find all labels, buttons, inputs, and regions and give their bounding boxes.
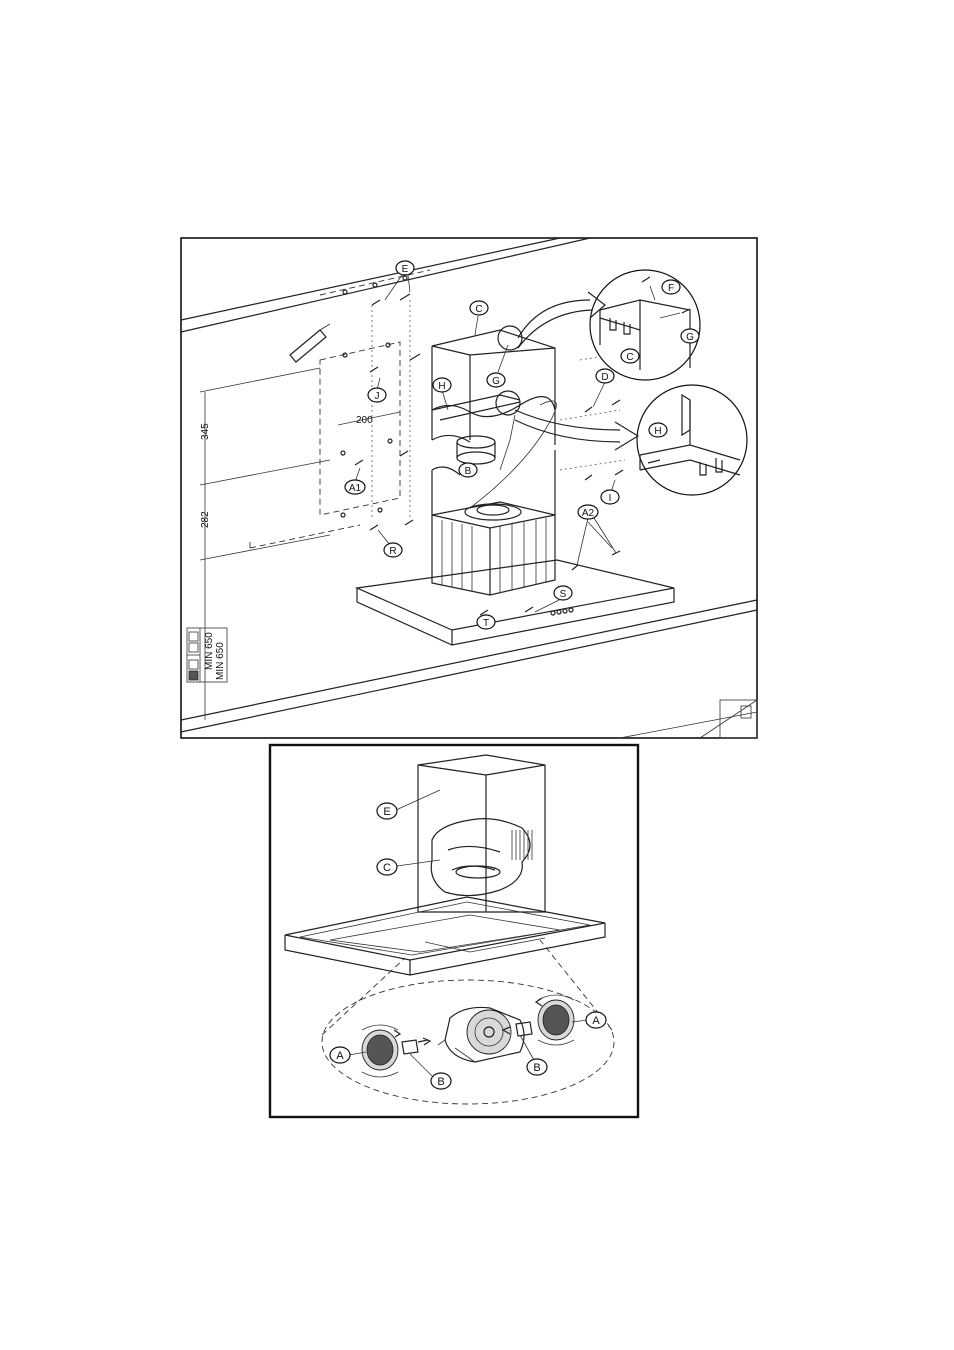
callout-a-left: A — [330, 1047, 350, 1063]
callout-r: R — [384, 543, 402, 557]
svg-text:F: F — [668, 283, 674, 294]
svg-text:H: H — [654, 426, 661, 437]
callout-a1: A1 — [345, 480, 365, 494]
callout-d: D — [596, 369, 614, 383]
svg-text:J: J — [375, 391, 380, 402]
callout-a-right: A — [586, 1012, 606, 1028]
svg-text:I: I — [609, 493, 612, 504]
svg-text:G: G — [686, 332, 694, 343]
callout-e-bottom: E — [377, 803, 397, 819]
callout-b-top: B — [459, 463, 477, 477]
svg-text:282: 282 — [200, 511, 211, 528]
dimension-345: 345 — [200, 423, 211, 440]
svg-text:E: E — [383, 806, 390, 818]
svg-text:C: C — [383, 862, 391, 874]
svg-text:S: S — [560, 589, 567, 600]
svg-text:G: G — [492, 376, 500, 387]
svg-text:B: B — [437, 1076, 444, 1088]
svg-text:T: T — [483, 618, 489, 629]
callout-h-top: H — [433, 378, 451, 392]
svg-text:D: D — [601, 372, 608, 383]
detail-callout-bracket-c — [590, 270, 700, 380]
svg-text:R: R — [389, 546, 396, 557]
panel-installation-diagram: 345 282 200 — [181, 238, 757, 738]
detail-callout-bracket-h — [637, 385, 747, 495]
callout-e-top: E — [396, 261, 414, 275]
callout-c-top: C — [470, 301, 488, 315]
callout-c-detail: C — [621, 349, 639, 363]
dimension-200: 200 — [356, 415, 373, 426]
callout-j: J — [368, 388, 386, 402]
callout-f: F — [662, 280, 680, 294]
callout-s: S — [554, 586, 572, 600]
svg-text:B: B — [465, 466, 472, 477]
callout-g-top: G — [487, 373, 505, 387]
svg-text:200: 200 — [356, 415, 373, 426]
svg-text:H: H — [438, 381, 445, 392]
svg-text:B: B — [533, 1062, 540, 1074]
min-label-1: MIN 650 — [204, 632, 215, 670]
dimension-282: 282 — [200, 511, 211, 528]
svg-text:A2: A2 — [582, 508, 595, 519]
svg-text:E: E — [402, 264, 409, 275]
svg-text:C: C — [475, 304, 482, 315]
min-label-2: MIN 650 — [215, 642, 226, 680]
callout-h-detail: H — [649, 423, 667, 437]
panel-filter-replacement: E C A B B A — [270, 745, 638, 1117]
svg-text:A: A — [336, 1050, 344, 1062]
callout-i: I — [601, 490, 619, 504]
svg-text:C: C — [626, 352, 633, 363]
callout-t: T — [477, 615, 495, 629]
callout-c-bottom: C — [377, 859, 397, 875]
callout-b-left: B — [431, 1073, 451, 1089]
callout-b-right: B — [527, 1059, 547, 1075]
svg-text:A1: A1 — [349, 483, 362, 494]
svg-text:A: A — [592, 1015, 600, 1027]
svg-text:345: 345 — [200, 423, 211, 440]
callout-a2: A2 — [578, 505, 598, 519]
callout-g-detail: G — [681, 329, 699, 343]
